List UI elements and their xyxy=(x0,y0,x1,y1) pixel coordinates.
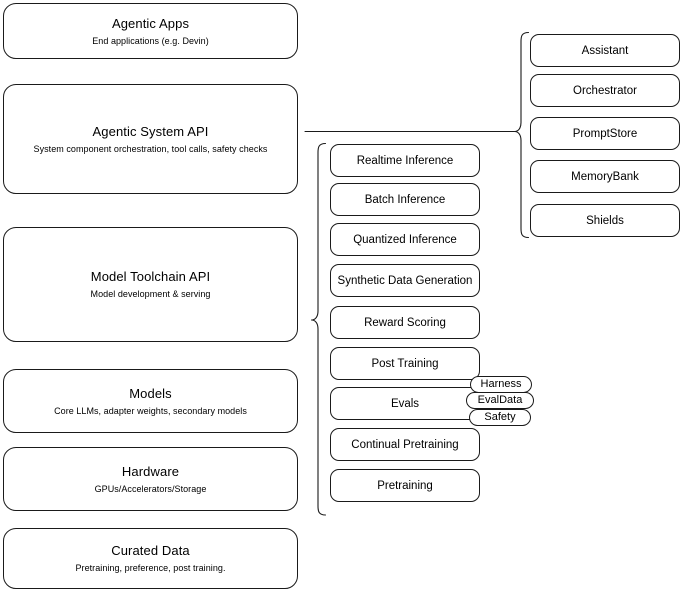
component-bracket-icon xyxy=(513,31,530,239)
eval-pill-harness[interactable]: Harness xyxy=(470,376,532,393)
layer-subtitle: Core LLMs, adapter weights, secondary mo… xyxy=(54,405,247,416)
layer-models[interactable]: Models Core LLMs, adapter weights, secon… xyxy=(3,369,298,433)
layer-title: Model Toolchain API xyxy=(90,269,211,284)
layer-agentic-apps[interactable]: Agentic Apps End applications (e.g. Devi… xyxy=(3,3,298,59)
layer-subtitle: Model development & serving xyxy=(90,289,211,299)
layer-subtitle: Pretraining, preference, post training. xyxy=(75,563,226,573)
layer-title: Models xyxy=(129,385,172,401)
layer-title: Hardware xyxy=(121,463,180,479)
layer-subtitle: GPUs/Accelerators/Storage xyxy=(94,483,207,494)
eval-pill-safety[interactable]: Safety xyxy=(469,409,531,426)
capability-pretraining[interactable]: Pretraining xyxy=(330,469,480,502)
capability-batch-inference[interactable]: Batch Inference xyxy=(330,183,480,216)
eval-pill-evaldata[interactable]: EvalData xyxy=(466,392,534,409)
capability-quantized-inference[interactable]: Quantized Inference xyxy=(330,223,480,256)
capability-realtime-inference[interactable]: Realtime Inference xyxy=(330,144,480,177)
layer-title: Agentic System API xyxy=(92,123,209,139)
capability-post-training[interactable]: Post Training xyxy=(330,347,480,380)
layer-subtitle: System component orchestration, tool cal… xyxy=(33,143,268,154)
capability-bracket-icon xyxy=(310,142,327,516)
component-memorybank[interactable]: MemoryBank xyxy=(530,160,680,193)
layer-subtitle: End applications (e.g. Devin) xyxy=(92,35,209,46)
layer-curated-data[interactable]: Curated Data Pretraining, preference, po… xyxy=(3,528,298,589)
layer-agentic-system-api[interactable]: Agentic System API System component orch… xyxy=(3,84,298,194)
component-promptstore[interactable]: PromptStore xyxy=(530,117,680,150)
layer-title: Agentic Apps xyxy=(111,15,190,31)
capability-continual-pretraining[interactable]: Continual Pretraining xyxy=(330,428,480,461)
component-shields[interactable]: Shields xyxy=(530,204,680,237)
layer-hardware[interactable]: Hardware GPUs/Accelerators/Storage xyxy=(3,447,298,511)
layer-title: Curated Data xyxy=(111,543,190,558)
capability-evals[interactable]: Evals xyxy=(330,387,480,420)
capability-synthetic-data-generation[interactable]: Synthetic Data Generation xyxy=(330,264,480,297)
layer-model-toolchain-api[interactable]: Model Toolchain API Model development & … xyxy=(3,227,298,342)
component-assistant[interactable]: Assistant xyxy=(530,34,680,67)
component-orchestrator[interactable]: Orchestrator xyxy=(530,74,680,107)
capability-reward-scoring[interactable]: Reward Scoring xyxy=(330,306,480,339)
